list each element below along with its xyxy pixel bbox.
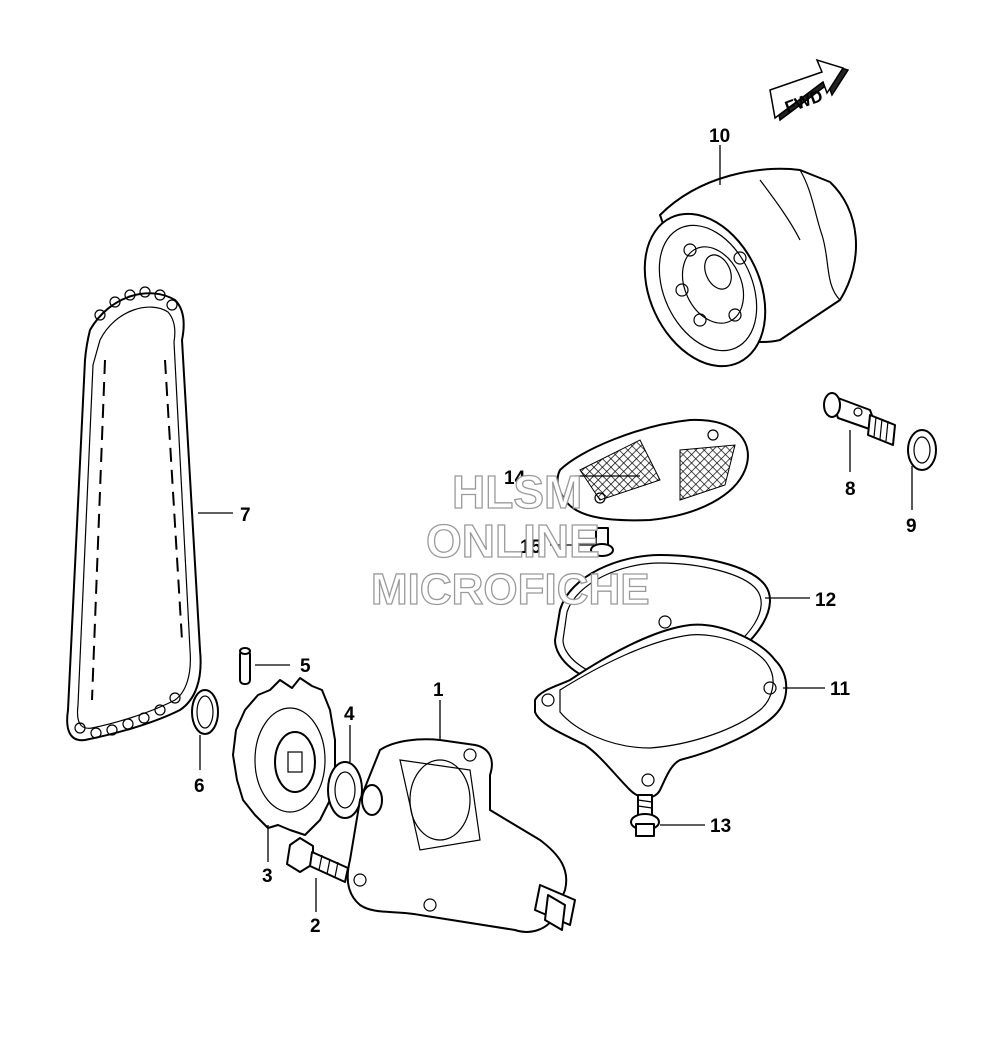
callouts: 1 2 3 4 5 6 7 8 9 10 11 12 13 14 15 bbox=[194, 126, 917, 937]
circlip bbox=[191, 689, 219, 735]
callout-7: 7 bbox=[240, 505, 251, 526]
fwd-arrow-icon: FWD bbox=[769, 58, 850, 122]
drive-chain bbox=[66, 286, 202, 742]
callout-9: 9 bbox=[906, 516, 917, 537]
callout-6: 6 bbox=[194, 776, 205, 797]
watermark: HLSM ONLINE MICROFICHE bbox=[370, 465, 650, 614]
oil-pump bbox=[346, 738, 576, 933]
callout-8: 8 bbox=[845, 479, 856, 500]
callout-3: 3 bbox=[262, 866, 273, 887]
sprocket bbox=[232, 677, 336, 836]
callout-12: 12 bbox=[815, 590, 836, 611]
chain-links-top bbox=[94, 286, 178, 321]
callout-11: 11 bbox=[830, 679, 851, 700]
callout-5: 5 bbox=[300, 656, 311, 677]
strainer-screw bbox=[590, 527, 614, 557]
watermark-line3: MICROFICHE bbox=[371, 565, 650, 614]
washer bbox=[907, 429, 937, 471]
callout-2: 2 bbox=[310, 916, 321, 937]
oil-filter bbox=[643, 167, 857, 368]
pump-bolt bbox=[286, 837, 349, 883]
watermark-line1: HLSM bbox=[452, 466, 582, 518]
callout-14: 14 bbox=[504, 468, 526, 489]
oil-pan-plate bbox=[534, 615, 788, 799]
oil-union-bolt bbox=[823, 392, 896, 446]
oil-strainer bbox=[556, 418, 749, 522]
thrust-washer bbox=[327, 761, 363, 819]
flange-bolt bbox=[630, 794, 660, 837]
callout-4: 4 bbox=[344, 704, 355, 725]
callout-15: 15 bbox=[520, 537, 542, 558]
callout-13: 13 bbox=[710, 816, 731, 837]
leader-lines bbox=[198, 145, 913, 912]
watermark-line2: ONLINE bbox=[426, 515, 600, 567]
chain-links-bottom bbox=[74, 692, 181, 739]
callout-10: 10 bbox=[709, 126, 730, 147]
callout-1: 1 bbox=[433, 680, 444, 701]
dowel-pin bbox=[239, 647, 251, 685]
